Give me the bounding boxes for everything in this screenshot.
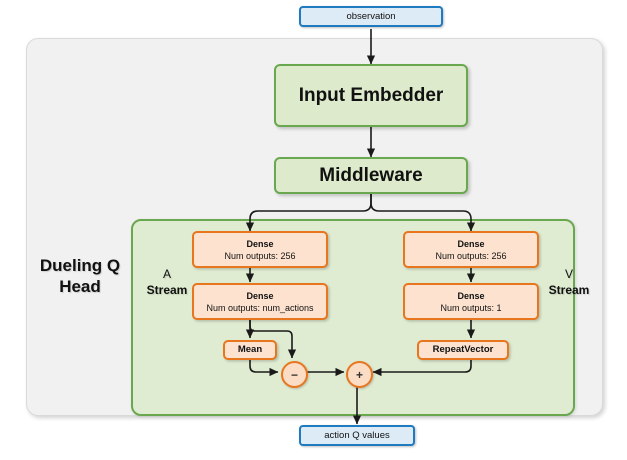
middleware-node[interactable]: Middleware <box>274 157 468 194</box>
edge-middleware-to-v-dense1 <box>370 194 476 232</box>
edge-mean-to-subtract <box>249 360 279 377</box>
a-dense-1-node[interactable]: Dense Num outputs: 256 <box>192 231 328 268</box>
v-dense-1-subtitle: Num outputs: 256 <box>435 250 507 261</box>
dueling-q-head-line1: Dueling Q <box>39 256 121 275</box>
subtract-symbol: − <box>290 367 298 382</box>
v-dense-1-title: Dense <box>457 238 485 249</box>
a-dense-2-node[interactable]: Dense Num outputs: num_actions <box>192 283 328 320</box>
v-dense-2-node[interactable]: Dense Num outputs: 1 <box>403 283 539 320</box>
v-dense-2-subtitle: Num outputs: 1 <box>440 302 502 313</box>
edge-middleware-to-a-dense1 <box>245 194 372 232</box>
input-embedder-node[interactable]: Input Embedder <box>274 64 468 127</box>
add-operator[interactable]: + <box>346 361 373 388</box>
input-embedder-label: Input Embedder <box>298 84 444 106</box>
mean-node[interactable]: Mean <box>223 340 277 360</box>
action-q-values-node[interactable]: action Q values <box>299 425 415 446</box>
middleware-label: Middleware <box>319 164 423 186</box>
dueling-q-head-label: Dueling Q Head <box>30 255 130 297</box>
a-stream-label: A Stream <box>139 266 195 298</box>
a-stream-letter: A <box>162 267 171 281</box>
v-stream-letter: V <box>564 267 573 281</box>
subtract-operator[interactable]: − <box>281 361 308 388</box>
edge-a-dense2-to-subtract <box>249 320 297 359</box>
repeat-vector-label: RepeatVector <box>432 344 494 355</box>
v-stream-label: V Stream <box>541 266 597 298</box>
a-stream-word: Stream <box>146 283 188 297</box>
a-dense-1-title: Dense <box>246 238 274 249</box>
a-dense-1-subtitle: Num outputs: 256 <box>224 250 296 261</box>
a-dense-2-title: Dense <box>246 290 274 301</box>
mean-label: Mean <box>237 344 263 355</box>
v-stream-word: Stream <box>548 283 590 297</box>
v-dense-1-node[interactable]: Dense Num outputs: 256 <box>403 231 539 268</box>
v-dense-2-title: Dense <box>457 290 485 301</box>
observation-node[interactable]: observation <box>299 6 443 27</box>
repeat-vector-node[interactable]: RepeatVector <box>417 340 509 360</box>
add-symbol: + <box>355 367 363 382</box>
action-q-values-label: action Q values <box>324 430 390 441</box>
a-dense-2-subtitle: Num outputs: num_actions <box>206 302 314 313</box>
edge-repeatvector-to-add <box>372 360 472 377</box>
observation-label: observation <box>346 11 396 22</box>
dueling-q-head-line2: Head <box>59 277 101 296</box>
